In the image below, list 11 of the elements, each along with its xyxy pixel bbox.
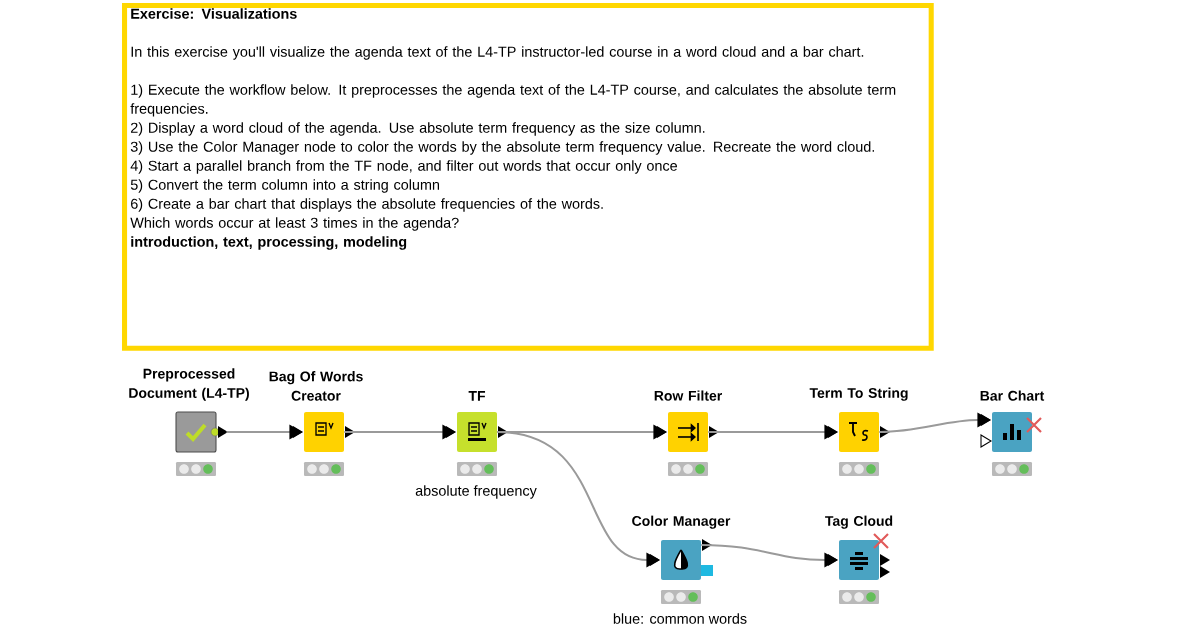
annotation-box: Exercise: Visualizations In this exercise you'll visualize the agenda text of the L4-TP instructor-led course in a word cloud and a bar chart. 1) Execute the workflow below. It preprocesses the agenda text of the L4-TP course, and calculates the absolute term frequencies. 2) Display a word cloud of the agenda. Use absolute term frequency as the size column. 3) Use the Color Manager node to color the words by the absolute term frequency value. Recreate the word cloud. 4) Start a parallel branch from the TF node, and filter out words that occur only once 5) Convert the term column into a string column 6) Create a bar chart that displays the absolute frequencies of the words. Which words occur at least 3 times in the agenda? introduction, text, processing, modeling (122, 3, 934, 351)
node-title: Bar Chart (980, 390, 1045, 401)
node-comment: blue: common words (613, 613, 747, 624)
node-title: TF (468, 391, 486, 401)
node-title: Preprocessed Document (L4-TP) (129, 368, 249, 401)
node-title: Tag Cloud (825, 515, 893, 529)
node-title: Term To String (809, 387, 908, 401)
node-title: Row Filter (654, 390, 722, 401)
node-title: Bag Of Words Creator (269, 371, 363, 401)
node-title: Color Manager (632, 515, 731, 529)
node-comment: absolute frequency (415, 485, 537, 499)
